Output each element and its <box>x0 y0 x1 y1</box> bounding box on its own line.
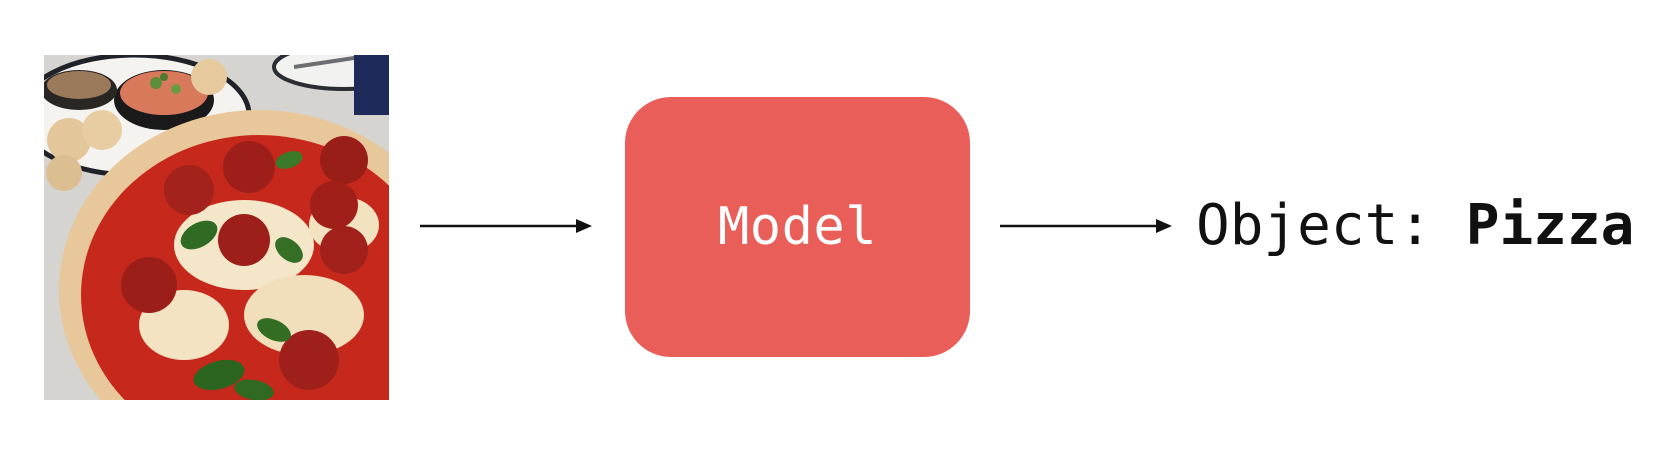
model-label: Model <box>717 197 878 257</box>
output-prefix: Object: <box>1196 193 1433 258</box>
input-image <box>44 55 389 400</box>
output-arrow <box>1000 219 1172 233</box>
output-text: Object: Pizza <box>1196 190 1634 262</box>
model-box: Model <box>625 97 970 357</box>
pizza-photo <box>44 55 389 400</box>
output-value: Pizza <box>1465 193 1635 258</box>
input-arrow <box>420 219 592 233</box>
